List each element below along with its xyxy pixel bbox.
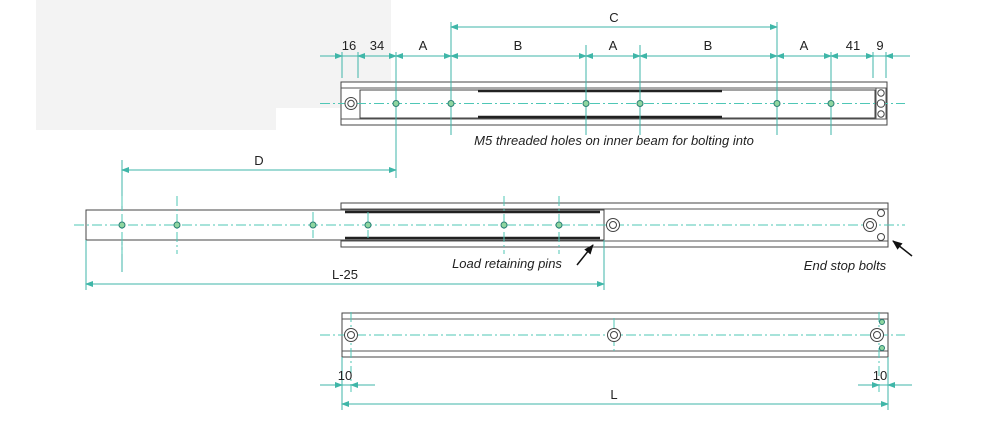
threaded-hole-icon — [773, 100, 781, 107]
middle-holes — [118, 209, 885, 241]
bolt-icon — [876, 89, 886, 118]
background-shade — [36, 0, 276, 130]
top-segment-labels: 16 34 A B A B A 41 9 — [342, 38, 884, 53]
middle-view — [74, 202, 905, 248]
threaded-hole-icon — [447, 100, 455, 107]
threaded-hole-icon — [827, 100, 835, 107]
top-holes — [344, 89, 886, 118]
threaded-hole-icon — [582, 100, 590, 107]
end-stop-bolts-label: End stop bolts — [804, 258, 887, 273]
dimension-L-label: L — [610, 387, 617, 402]
threaded-hole-icon — [555, 221, 563, 229]
dimension-L-minus-25-label: L-25 — [332, 267, 358, 282]
segment-label: A — [800, 38, 809, 53]
segment-label: 9 — [876, 38, 883, 53]
threaded-holes-note: M5 threaded holes on inner beam for bolt… — [474, 133, 754, 148]
segment-label: 16 — [342, 38, 356, 53]
threaded-hole-icon — [364, 221, 372, 229]
segment-label: A — [419, 38, 428, 53]
bolt-icon — [607, 328, 621, 342]
segment-label: B — [704, 38, 713, 53]
threaded-hole-icon — [500, 221, 508, 229]
bolt-icon — [344, 97, 358, 110]
dimension-C-label: C — [609, 10, 618, 25]
bolt-icon — [606, 218, 620, 232]
bolt-icon — [863, 218, 877, 232]
segment-label: 34 — [370, 38, 384, 53]
arrow-icon — [892, 240, 913, 257]
left-offset-label: 10 — [338, 368, 352, 383]
load-retaining-pins-label: Load retaining pins — [452, 256, 562, 271]
bottom-view — [320, 312, 905, 392]
segment-label: 41 — [846, 38, 860, 53]
threaded-hole-icon — [636, 100, 644, 107]
threaded-hole-icon — [392, 100, 400, 107]
top-view — [320, 81, 905, 126]
bolt-icon — [877, 209, 885, 241]
threaded-hole-icon — [879, 319, 885, 351]
segment-label: A — [609, 38, 618, 53]
right-offset-label: 10 — [873, 368, 887, 383]
dimension-D-label: D — [254, 153, 263, 168]
top-extension-lines — [341, 22, 887, 135]
threaded-hole-icon — [173, 221, 181, 229]
segment-label: B — [514, 38, 523, 53]
arrow-icon — [576, 244, 594, 266]
threaded-hole-icon — [118, 221, 126, 229]
bolt-icon — [344, 328, 358, 342]
bolt-icon — [870, 328, 884, 342]
threaded-hole-icon — [309, 221, 317, 229]
